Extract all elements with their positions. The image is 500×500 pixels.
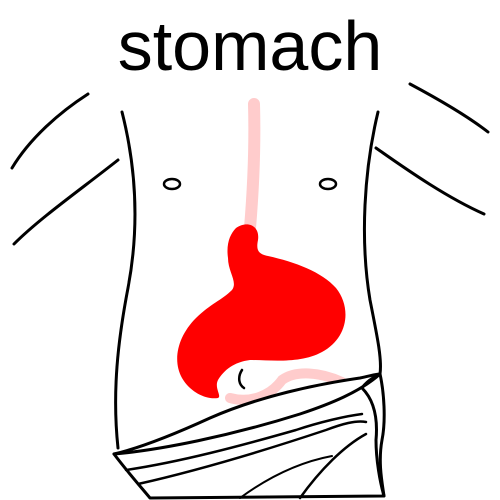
left-torso-side — [114, 110, 137, 450]
right-shoulder-line — [408, 82, 490, 134]
intestine — [225, 368, 347, 405]
cloth-right-edge — [360, 372, 386, 498]
left-shoulder-line — [10, 92, 90, 170]
cloth-fold-top — [112, 372, 382, 456]
cloth-fold-1 — [124, 412, 364, 472]
cloth-fold-4 — [239, 455, 333, 499]
stomach-shape — [177, 224, 346, 399]
esophagus — [244, 98, 261, 234]
right-arm-line — [374, 146, 486, 216]
cloth-fold-2 — [136, 420, 368, 486]
right-nipple — [318, 177, 338, 191]
left-arm-line — [12, 158, 120, 246]
belly-button — [238, 368, 246, 390]
diagram-label: stomach — [117, 7, 383, 85]
left-nipple — [162, 177, 182, 191]
cloth-fold-3 — [298, 432, 368, 500]
right-torso-side — [362, 110, 382, 376]
